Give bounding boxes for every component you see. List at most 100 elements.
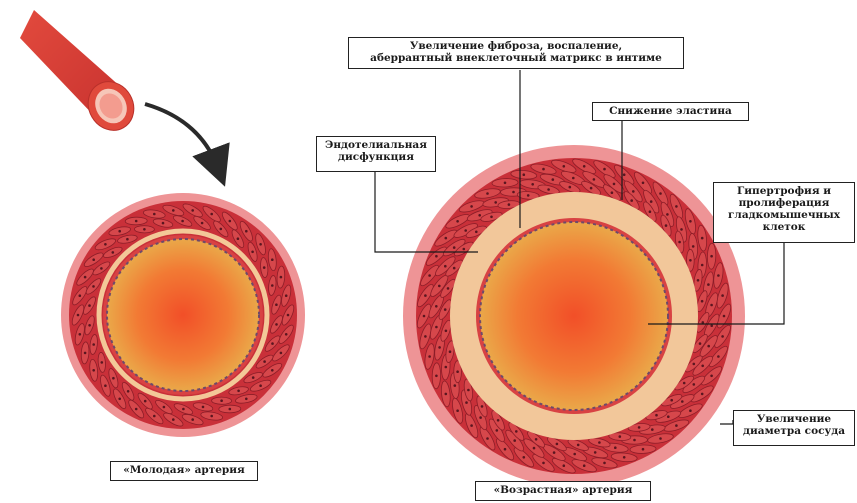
cell-nucleus (263, 266, 266, 269)
cell-nucleus (693, 363, 696, 366)
cell-nucleus (701, 237, 704, 240)
cell-nucleus (444, 265, 447, 268)
cell-nucleus (445, 366, 448, 369)
cell-nucleus (77, 314, 80, 317)
cell-nucleus (271, 369, 274, 372)
cell-nucleus (435, 305, 438, 308)
cell-nucleus (508, 203, 511, 206)
cell-nucleus (126, 238, 129, 241)
cell-nucleus (428, 355, 431, 358)
cell-nucleus (665, 224, 668, 227)
cell-nucleus (556, 443, 559, 446)
cell-nucleus (594, 451, 597, 454)
cell-nucleus (504, 182, 507, 185)
cell-nucleus (465, 401, 468, 404)
cell-nucleus (153, 415, 156, 418)
cell-nucleus (88, 304, 91, 307)
cell-nucleus (245, 230, 248, 233)
cell-nucleus (285, 333, 288, 336)
cell-nucleus (667, 415, 670, 418)
cell-nucleus (275, 323, 278, 326)
cell-nucleus (603, 168, 606, 171)
cell-nucleus (717, 355, 720, 358)
cell-nucleus (632, 190, 635, 193)
label-fibrosis-line2: аберрантный внеклеточный матрикс в интим… (353, 52, 679, 64)
transition-arrow-icon (145, 104, 218, 168)
cell-nucleus (280, 276, 283, 279)
cell-nucleus (675, 424, 678, 427)
label-endothelial-line1: Эндотелиальная (321, 139, 431, 151)
cell-nucleus (464, 229, 467, 232)
cell-nucleus (428, 274, 431, 277)
label-hypertrophy-line1: Гипертрофия и (718, 185, 850, 197)
cell-nucleus (721, 294, 724, 297)
cell-nucleus (172, 209, 175, 212)
cell-nucleus (563, 464, 566, 467)
cell-nucleus (456, 370, 459, 373)
cell-nucleus (701, 264, 704, 267)
cell-nucleus (623, 173, 626, 176)
cell-nucleus (642, 448, 645, 451)
cell-nucleus (717, 274, 720, 277)
label-fibrosis: Увеличение фиброза, воспаление, аберрант… (348, 37, 684, 69)
label-hypertrophy-line2: пролиферация (718, 197, 850, 209)
cell-nucleus (710, 304, 713, 307)
cell-nucleus (478, 214, 481, 217)
cell-nucleus (486, 192, 489, 195)
cell-nucleus (201, 222, 204, 225)
cell-nucleus (630, 199, 633, 202)
cell-nucleus (229, 408, 232, 411)
cell-nucleus (523, 456, 526, 459)
cell-nucleus (531, 183, 534, 186)
cell-nucleus (619, 435, 622, 438)
cell-nucleus (710, 324, 713, 327)
cell-nucleus (220, 228, 223, 231)
cell-nucleus (456, 220, 459, 223)
cell-nucleus (512, 191, 515, 194)
label-endothelial-line2: дисфункция (321, 151, 431, 163)
label-hypertrophy-line4: клеток (718, 221, 850, 233)
cell-nucleus (593, 178, 596, 181)
cell-nucleus (135, 220, 138, 223)
cell-nucleus (590, 187, 593, 190)
cell-nucleus (92, 258, 95, 261)
cell-nucleus (285, 294, 288, 297)
cell-nucleus (572, 177, 575, 180)
cell-nucleus (701, 300, 704, 303)
cell-nucleus (681, 400, 684, 403)
cell-nucleus (259, 384, 262, 387)
cell-nucleus (182, 408, 185, 411)
cell-nucleus (467, 389, 470, 392)
cell-nucleus (702, 321, 705, 324)
cell-nucleus (100, 267, 103, 270)
cell-nucleus (444, 308, 447, 311)
cell-nucleus (689, 220, 692, 223)
cell-nucleus (611, 191, 614, 194)
label-elastin: Снижение эластина (592, 102, 749, 121)
cell-nucleus (552, 178, 555, 181)
cell-nucleus (423, 315, 426, 318)
cell-nucleus (470, 424, 473, 427)
cell-nucleus (101, 361, 104, 364)
cell-nucleus (623, 456, 626, 459)
cell-nucleus (535, 438, 538, 441)
cell-nucleus (112, 377, 115, 380)
cell-nucleus (112, 251, 115, 254)
label-diameter-line2: диаметра сосуда (738, 425, 850, 437)
cell-nucleus (445, 237, 448, 240)
cell-nucleus (710, 375, 713, 378)
label-fibrosis-line1: Увеличение фиброза, воспаление, (353, 40, 679, 52)
cell-nucleus (650, 200, 653, 203)
cell-nucleus (670, 399, 673, 402)
cell-nucleus (486, 437, 489, 440)
cell-nucleus (542, 168, 545, 171)
cell-nucleus (527, 194, 530, 197)
cell-nucleus (583, 464, 586, 467)
cell-nucleus (649, 210, 652, 213)
cell-nucleus (220, 399, 223, 402)
cell-nucleus (280, 352, 283, 355)
aged-artery (403, 145, 745, 487)
cell-nucleus (252, 376, 255, 379)
cell-nucleus (655, 414, 658, 417)
cell-nucleus (271, 284, 274, 287)
